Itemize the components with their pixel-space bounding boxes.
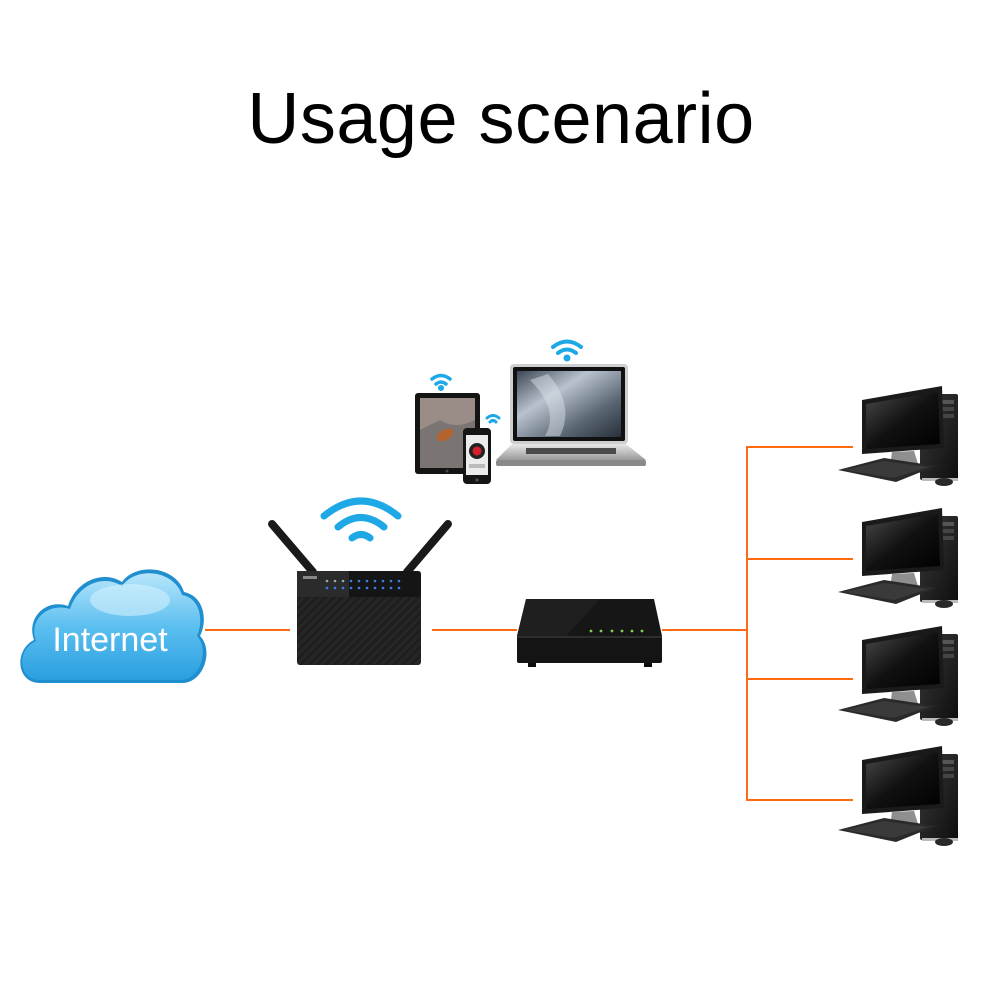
internet-cloud: Internet — [20, 569, 207, 683]
wireless-devices — [415, 339, 646, 484]
desktop-computers — [838, 386, 958, 846]
router-wifi-icon — [320, 497, 402, 542]
switch-port-leds — [589, 629, 644, 633]
page-title: Usage scenario — [247, 79, 755, 159]
tablet-wifi-icon — [430, 373, 452, 392]
smartphone-icon — [463, 414, 501, 484]
wireless-router — [268, 497, 452, 665]
cloud-icon — [20, 569, 207, 683]
switch-body — [517, 636, 662, 663]
laptop-wifi-icon — [551, 339, 583, 362]
desktop-computer-icon — [838, 626, 958, 726]
network-switch — [517, 599, 662, 667]
desktop-computer-icon — [838, 508, 958, 608]
desktop-computer-icon — [838, 386, 958, 486]
router-leds — [325, 579, 401, 590]
links — [205, 446, 853, 801]
antenna-icon — [268, 520, 452, 576]
internet-label: Internet — [52, 621, 168, 659]
desktop-computer-icon — [838, 746, 958, 846]
smartphone-wifi-icon — [485, 414, 501, 424]
laptop-icon — [496, 339, 646, 466]
